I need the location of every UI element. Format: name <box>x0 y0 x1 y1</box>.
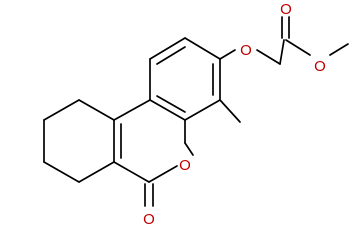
bond <box>113 161 150 183</box>
bond <box>184 142 194 156</box>
methyl-bond <box>329 43 349 56</box>
atom-label-o-ring: O <box>179 157 191 174</box>
double-bond-inner <box>156 46 186 65</box>
bond <box>43 99 80 121</box>
bond <box>78 99 115 121</box>
bond <box>43 161 80 183</box>
atom-label-o-ether: O <box>240 42 252 59</box>
bond <box>219 49 236 60</box>
bond <box>148 165 178 183</box>
cyclohexene-ring <box>43 99 115 183</box>
atom-label-o-methoxy: O <box>314 58 326 75</box>
atom-label-o-carbonyl-ester: O <box>280 1 292 18</box>
bond <box>256 49 281 65</box>
bond <box>78 161 115 183</box>
bond <box>279 39 285 65</box>
bond <box>184 37 221 60</box>
atom-label-o-lactone-carbonyl: O <box>143 211 155 228</box>
bond <box>149 99 186 121</box>
bond <box>285 39 311 56</box>
substituents <box>219 16 349 123</box>
bond <box>113 99 151 121</box>
bond <box>184 99 221 121</box>
bond <box>149 37 186 60</box>
methyl-bond <box>219 99 241 123</box>
benzene-ring <box>149 37 221 121</box>
lactone-ring <box>113 99 194 207</box>
double-bond-inner <box>156 95 186 113</box>
